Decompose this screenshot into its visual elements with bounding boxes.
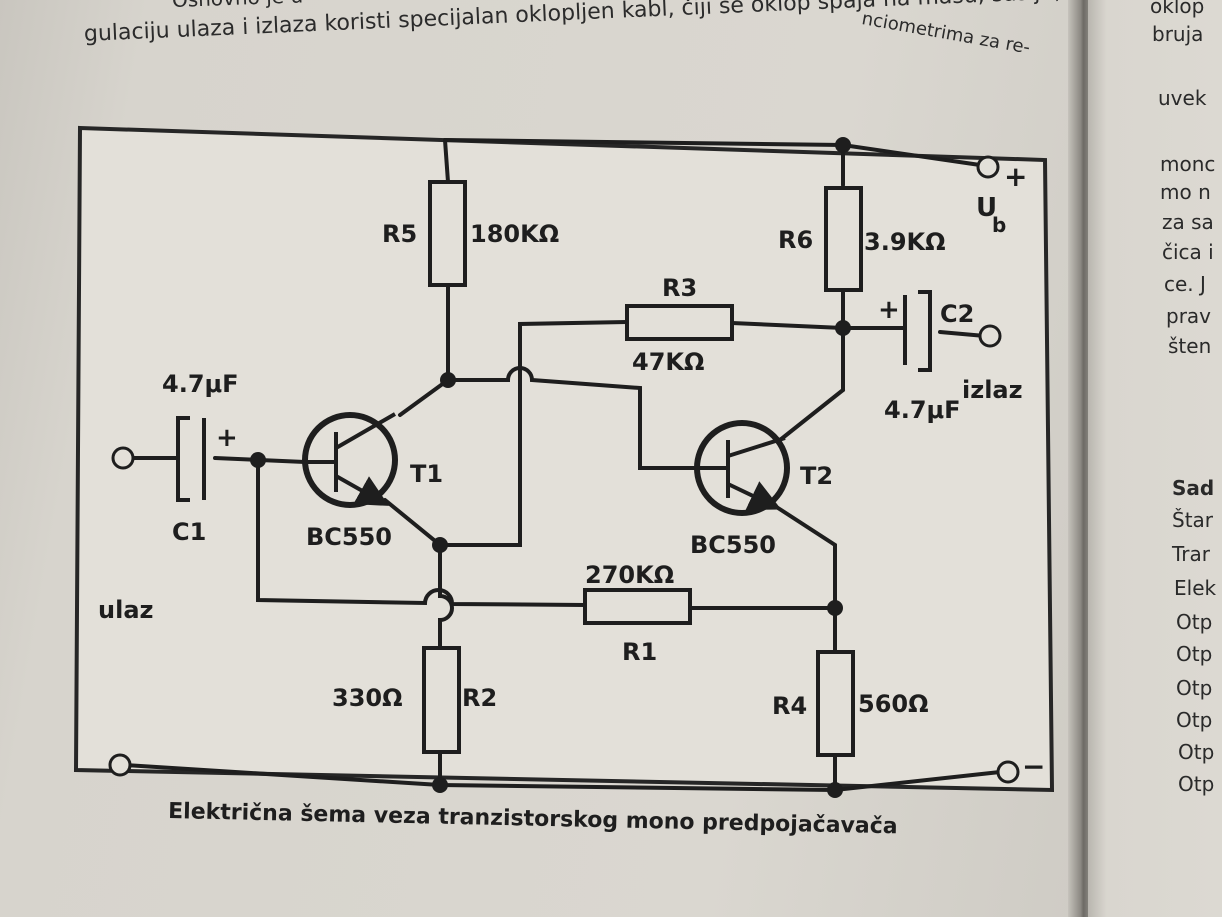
right-col-line: šten <box>1168 334 1212 358</box>
right-col-list-item: Elek <box>1174 576 1217 600</box>
r2-label: R2 <box>462 684 497 712</box>
junction-dot <box>250 452 266 468</box>
r1-label: R1 <box>622 638 657 666</box>
c1-polarity: + <box>216 423 238 453</box>
right-col-list-item: Otp <box>1178 740 1215 764</box>
c1-label: C1 <box>172 518 206 546</box>
diagram-frame <box>73 125 1055 793</box>
r4-value: 560Ω <box>858 690 929 718</box>
right-col-line: monc <box>1160 152 1216 176</box>
right-page <box>1088 0 1222 917</box>
right-col-line: za sa <box>1162 210 1214 234</box>
right-col-line: čica i <box>1162 240 1214 264</box>
r3-value: 47KΩ <box>632 348 704 376</box>
r6-value: 3.9KΩ <box>864 228 946 256</box>
right-col-list-item: Štar <box>1172 508 1214 532</box>
resistor-r6 <box>824 186 863 292</box>
t2-label: T2 <box>800 462 833 490</box>
input-terminal <box>111 446 135 470</box>
r1-value: 270KΩ <box>585 561 674 589</box>
c2-wire <box>841 326 987 338</box>
r5-wire <box>443 138 450 382</box>
ground-minus: − <box>1022 750 1045 783</box>
resistor-r1 <box>583 588 692 625</box>
input-label: ulaz <box>98 596 153 624</box>
junction-dot <box>835 320 851 336</box>
t2-internal <box>700 436 785 506</box>
junction-dot <box>827 782 843 798</box>
r3-wire <box>443 320 845 547</box>
t2-collector-wire <box>778 388 845 442</box>
junction-dot <box>440 372 456 388</box>
r2-value: 330Ω <box>332 684 403 712</box>
r3-label: R3 <box>662 274 697 302</box>
r6-label: R6 <box>778 226 813 254</box>
t1-label: T1 <box>410 460 443 488</box>
output-terminal <box>978 324 1002 348</box>
right-col-list-item: Otp <box>1176 676 1213 700</box>
supply-label: U <box>976 193 997 223</box>
r5-value: 180KΩ <box>470 220 559 248</box>
output-label: izlaz <box>962 376 1023 404</box>
right-col-heading: Sad <box>1172 476 1215 500</box>
right-col-list-item: Trar <box>1172 542 1210 566</box>
right-col-list-item: Otp <box>1176 610 1213 634</box>
c2-value: 4.7μF <box>884 396 961 424</box>
resistor-r2 <box>422 646 461 754</box>
resistor-r5 <box>428 180 467 287</box>
diagram-caption: Električna šema veza tranzistorskog mono… <box>168 799 898 839</box>
ground-rail-wire <box>123 763 1002 793</box>
junction-dot <box>827 600 843 616</box>
right-col-line: prav <box>1166 304 1212 328</box>
junction-dot <box>432 537 448 553</box>
capacitor-c2 <box>903 290 932 372</box>
junction-dot <box>432 777 448 793</box>
right-col-list-item: Otp <box>1178 772 1215 796</box>
right-col-list-item: Otp <box>1176 708 1213 732</box>
capacitor-c1 <box>176 416 206 502</box>
t1-collector-wire <box>398 366 702 470</box>
right-col-line: uvek <box>1158 86 1207 110</box>
r5-label: R5 <box>382 220 417 248</box>
t1-internal <box>305 412 395 502</box>
right-col-line: ce. J <box>1164 272 1206 296</box>
c1-value: 4.7μF <box>162 370 239 398</box>
right-col-line: oklop <box>1150 0 1205 18</box>
right-col-line: bruja <box>1152 22 1204 46</box>
right-col-list-item: Otp <box>1176 642 1213 666</box>
c2-label: C2 <box>940 300 974 328</box>
ground-terminal-left <box>108 753 132 777</box>
supply-terminal <box>976 155 1000 179</box>
r4-label: R4 <box>772 692 807 720</box>
t1-model: BC550 <box>306 523 392 551</box>
resistor-r4 <box>816 650 855 757</box>
c2-polarity: + <box>878 295 900 325</box>
ground-terminal-right <box>996 760 1020 784</box>
supply-plus: + <box>1004 160 1027 193</box>
r1-wire <box>256 458 837 610</box>
supply-sub: b <box>992 213 1006 237</box>
junction-dot <box>835 137 851 153</box>
resistor-r3 <box>625 304 734 341</box>
right-col-line: mo n <box>1160 180 1211 204</box>
t2-model: BC550 <box>690 531 776 559</box>
